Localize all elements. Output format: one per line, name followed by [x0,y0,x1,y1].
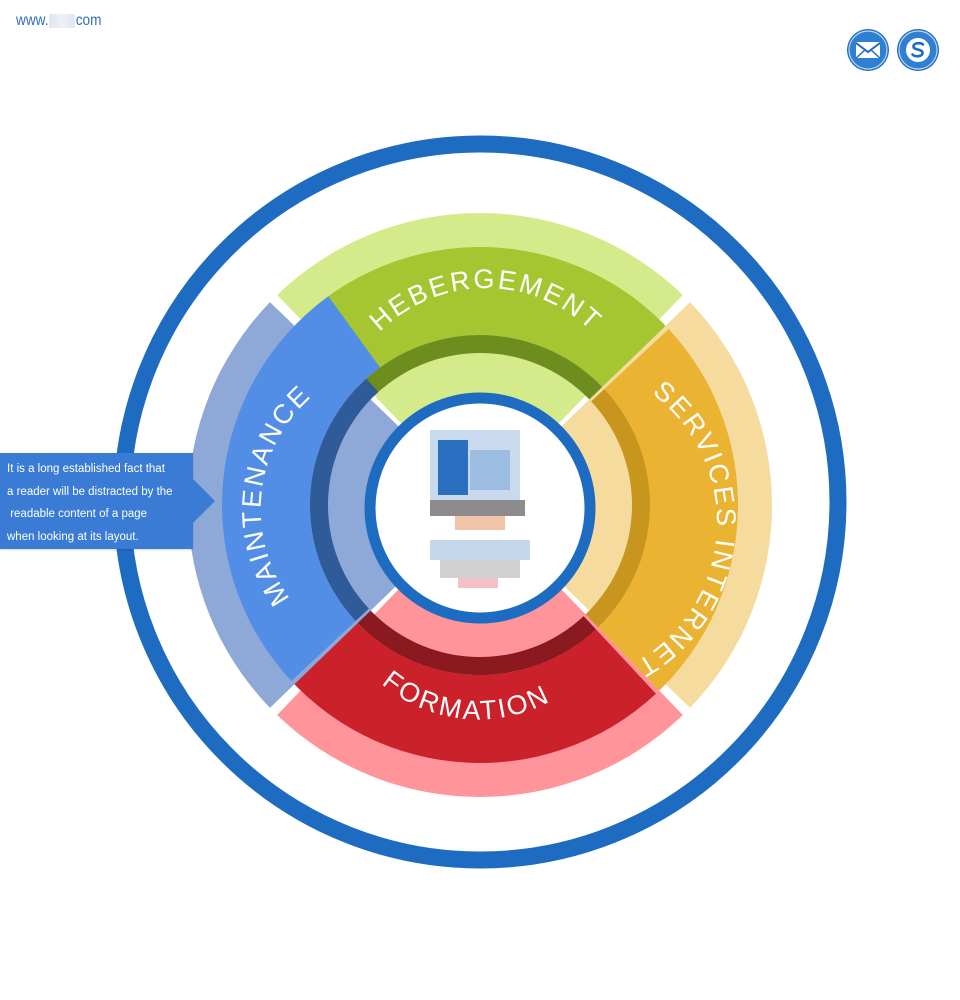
center-logo [430,430,530,588]
segment-formation-band [271,604,656,764]
segment-maintenance-shadow [310,378,379,621]
site-url-prefix: www. [16,12,49,29]
segment-maintenance-band [222,296,381,681]
contact-icons [846,28,940,72]
segment-hebergement-band [304,247,689,406]
callout-text: It is a long established fact that a rea… [7,463,173,543]
site-url[interactable]: www. com [16,12,101,30]
segment-formation-shadow [353,606,596,675]
info-callout: It is a long established fact that a rea… [0,453,215,549]
site-url-suffix: com [75,12,102,29]
skype-icon[interactable] [896,28,940,72]
segment-services-shadow [581,389,650,632]
segment-services-band [579,329,738,714]
blurred-domain [49,14,75,28]
envelope-icon[interactable] [846,28,890,72]
segment-hebergement-shadow [364,335,607,404]
segments-group [188,213,772,798]
